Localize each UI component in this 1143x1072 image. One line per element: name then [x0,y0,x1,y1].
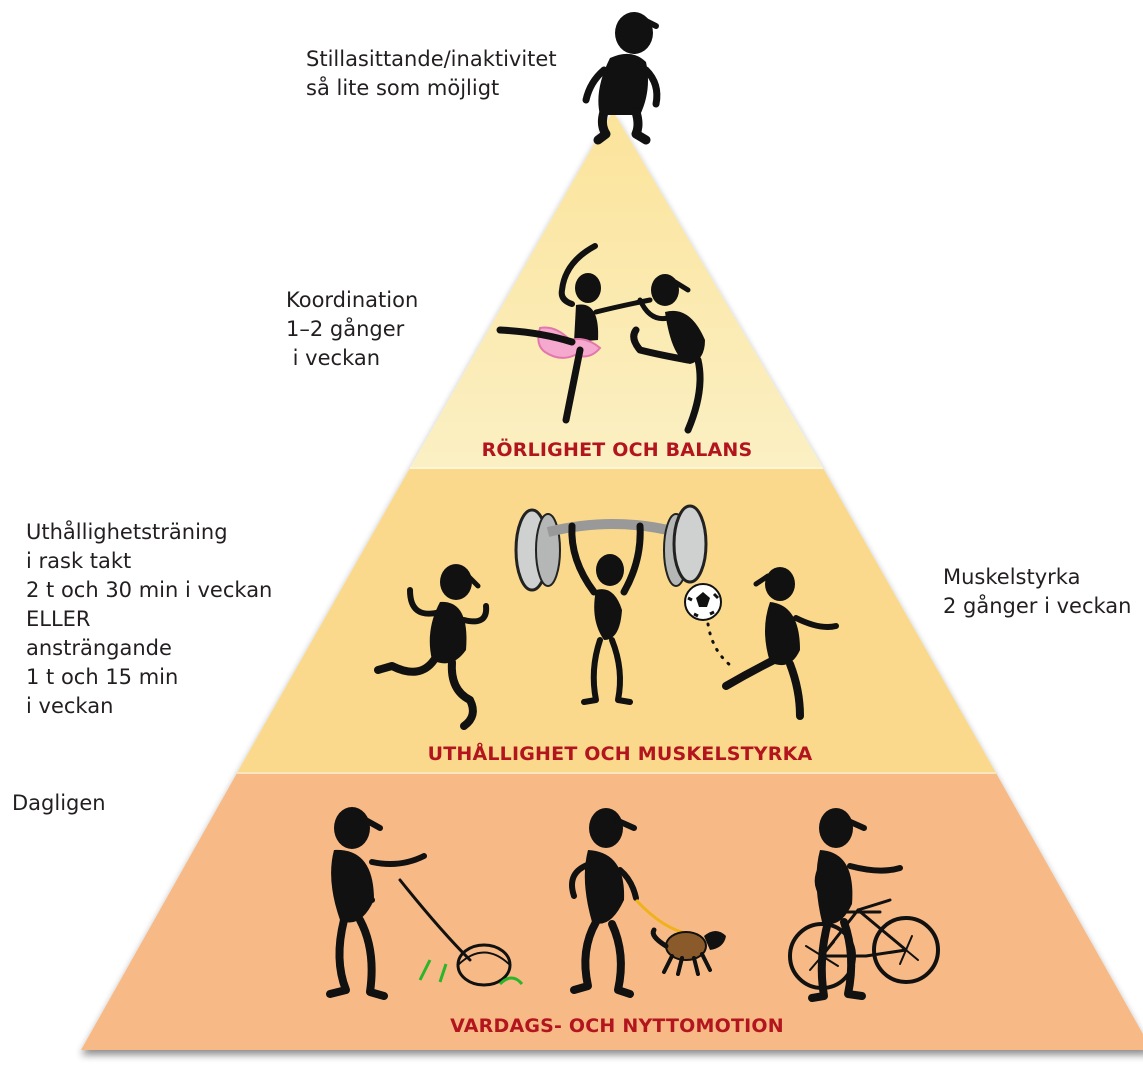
annotation-line: 2 t och 30 min i veckan [26,578,273,602]
annotation-line: så lite som möjligt [306,76,500,100]
annotation-line: Muskelstyrka [943,565,1081,589]
annotation-line: i veckan [26,694,114,718]
annotation-line: i veckan [286,346,381,370]
annotation-line: ELLER [26,607,91,631]
annotation-line: Koordination [286,288,419,312]
annotation-line: 2 gånger i veckan [943,594,1132,618]
annotation-line: 1–2 gånger [286,317,405,341]
weightlifter-icon [514,504,708,705]
annotation-line: Dagligen [12,791,106,815]
annotation-line: ansträngande [26,636,172,660]
annotation-line: Uthållighetsträning [26,520,228,544]
annotation-line: i rask takt [26,549,132,573]
kicking-dancer-icon [630,274,705,434]
ballerina-icon [496,243,653,424]
annotation-coordination: Koordination 1–2 gånger i veckan [286,286,418,373]
dog-walker-icon [569,808,726,998]
lawn-mower-person-icon [326,807,524,1000]
runner-icon [374,564,490,730]
annotation-muscle: Muskelstyrka 2 gånger i veckan [943,563,1131,621]
tier-top [410,111,823,468]
soccer-player-icon [684,567,839,720]
annotation-line: Stillasittande/inaktivitet [306,47,557,71]
annotation-endurance: Uthållighetsträning i rask takt 2 t och … [26,518,272,721]
tier-title-top: RÖRLIGHET OCH BALANS [482,437,753,461]
annotation-daily: Dagligen [12,789,106,818]
annotation-line: 1 t och 15 min [26,665,179,689]
annotation-inactivity: Stillasittande/inaktivitet så lite som m… [306,45,557,103]
tier-title-bottom: VARDAGS- OCH NYTTOMOTION [450,1015,784,1037]
cyclist-icon [788,808,940,1002]
sitting-person-icon [582,12,661,145]
tier-title-middle: UTHÅLLIGHET OCH MUSKELSTYRKA [428,741,813,765]
